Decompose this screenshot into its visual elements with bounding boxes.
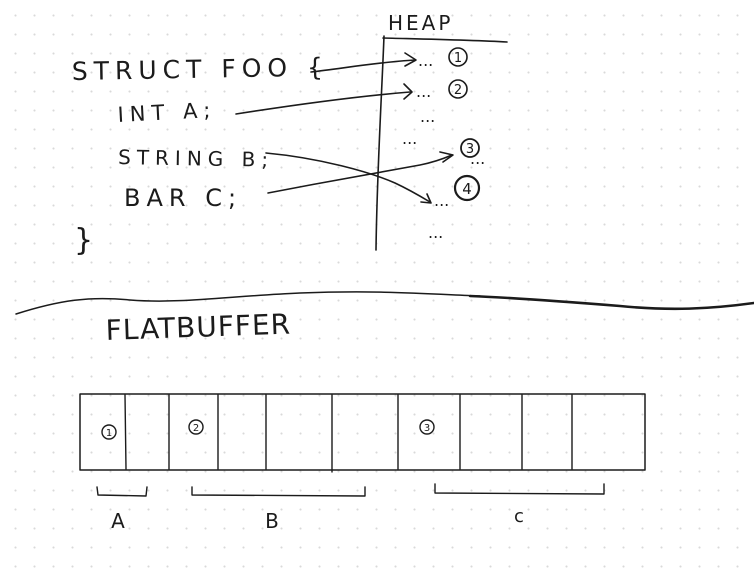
heap-slot-2-circle [448,79,468,99]
flatbuffer-layout [79,393,646,473]
heap-slot-1: 1 [448,47,468,67]
buffer-marker-1-number: 1 [106,428,112,439]
heap-slot-3-number: 3 [466,142,474,157]
section-divider-thin [15,291,481,315]
bracket-b [191,486,366,497]
heap-slot-4-number: 4 [462,180,472,198]
heap-slot-2: 2 [448,79,468,99]
heap-divider-line [375,35,385,251]
heap-slot-4: 4 [453,174,481,202]
arrow-head-slot-2 [403,83,413,100]
field-label-a: A [111,509,125,533]
heap-slot-3: 3 [460,138,480,158]
buffer-cell-divider [124,394,127,470]
heap-underline [382,37,508,43]
heap-slot-2-number: 2 [454,83,462,98]
heap-slot-4-circle [453,174,481,202]
section-divider-thick [468,294,754,311]
arrow-head-slot-3 [439,151,454,163]
bracket-a [96,486,148,497]
field-label-c: C [514,506,524,527]
struct-line-field-c: BAR C; [124,184,242,212]
buffer-marker-3-number: 3 [424,423,430,434]
struct-line-declaration: STRUCT FOO { [72,53,330,86]
heap-filler-3: ... [420,107,435,126]
struct-line-field-b: STRING B; [118,145,274,172]
flatbuffer-title: FLATBUFFER [105,308,292,347]
buffer-marker-1: 1 [101,424,117,440]
buffer-marker-1-circle [101,424,117,440]
flatbuffer-outline [79,393,646,471]
buffer-marker-2-circle [188,419,204,435]
heap-filler-2: ... [416,82,431,101]
arrow-b-to-slot-4 [265,152,431,203]
heap-label: HEAP [388,11,453,35]
heap-slot-1-number: 1 [454,51,462,66]
field-label-b: B [265,509,279,533]
buffer-marker-2-number: 2 [193,423,199,434]
heap-slot-3-circle [460,138,480,158]
arrow-a-to-slot-2 [235,91,411,115]
heap-filler-5: ... [470,149,485,168]
struct-line-field-a: INT A; [117,98,217,127]
struct-closing-brace: } [74,223,99,258]
heap-filler-1: ... [418,51,433,70]
arrow-c-to-slot-3 [267,154,453,194]
arrow-head-slot-4 [420,193,432,204]
buffer-marker-3-circle [419,419,435,435]
buffer-marker-3: 3 [419,419,435,435]
buffer-marker-2: 2 [188,419,204,435]
arrow-foo-to-slot-1 [310,59,416,73]
arrow-head-slot-1 [404,52,417,67]
heap-filler-7: ... [428,223,443,242]
heap-filler-6: ... [434,191,449,210]
bracket-c [434,483,605,495]
heap-slot-1-circle [448,47,468,67]
heap-filler-4: ... [402,129,417,148]
